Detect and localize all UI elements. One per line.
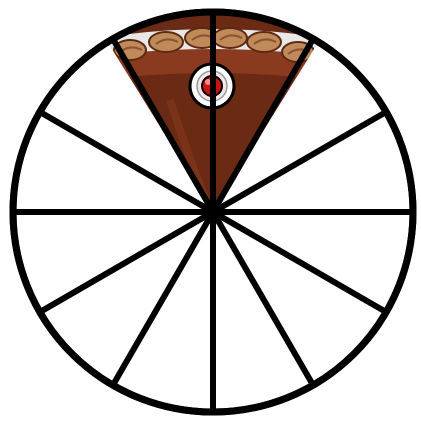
fraction-pie-scene (0, 0, 421, 425)
